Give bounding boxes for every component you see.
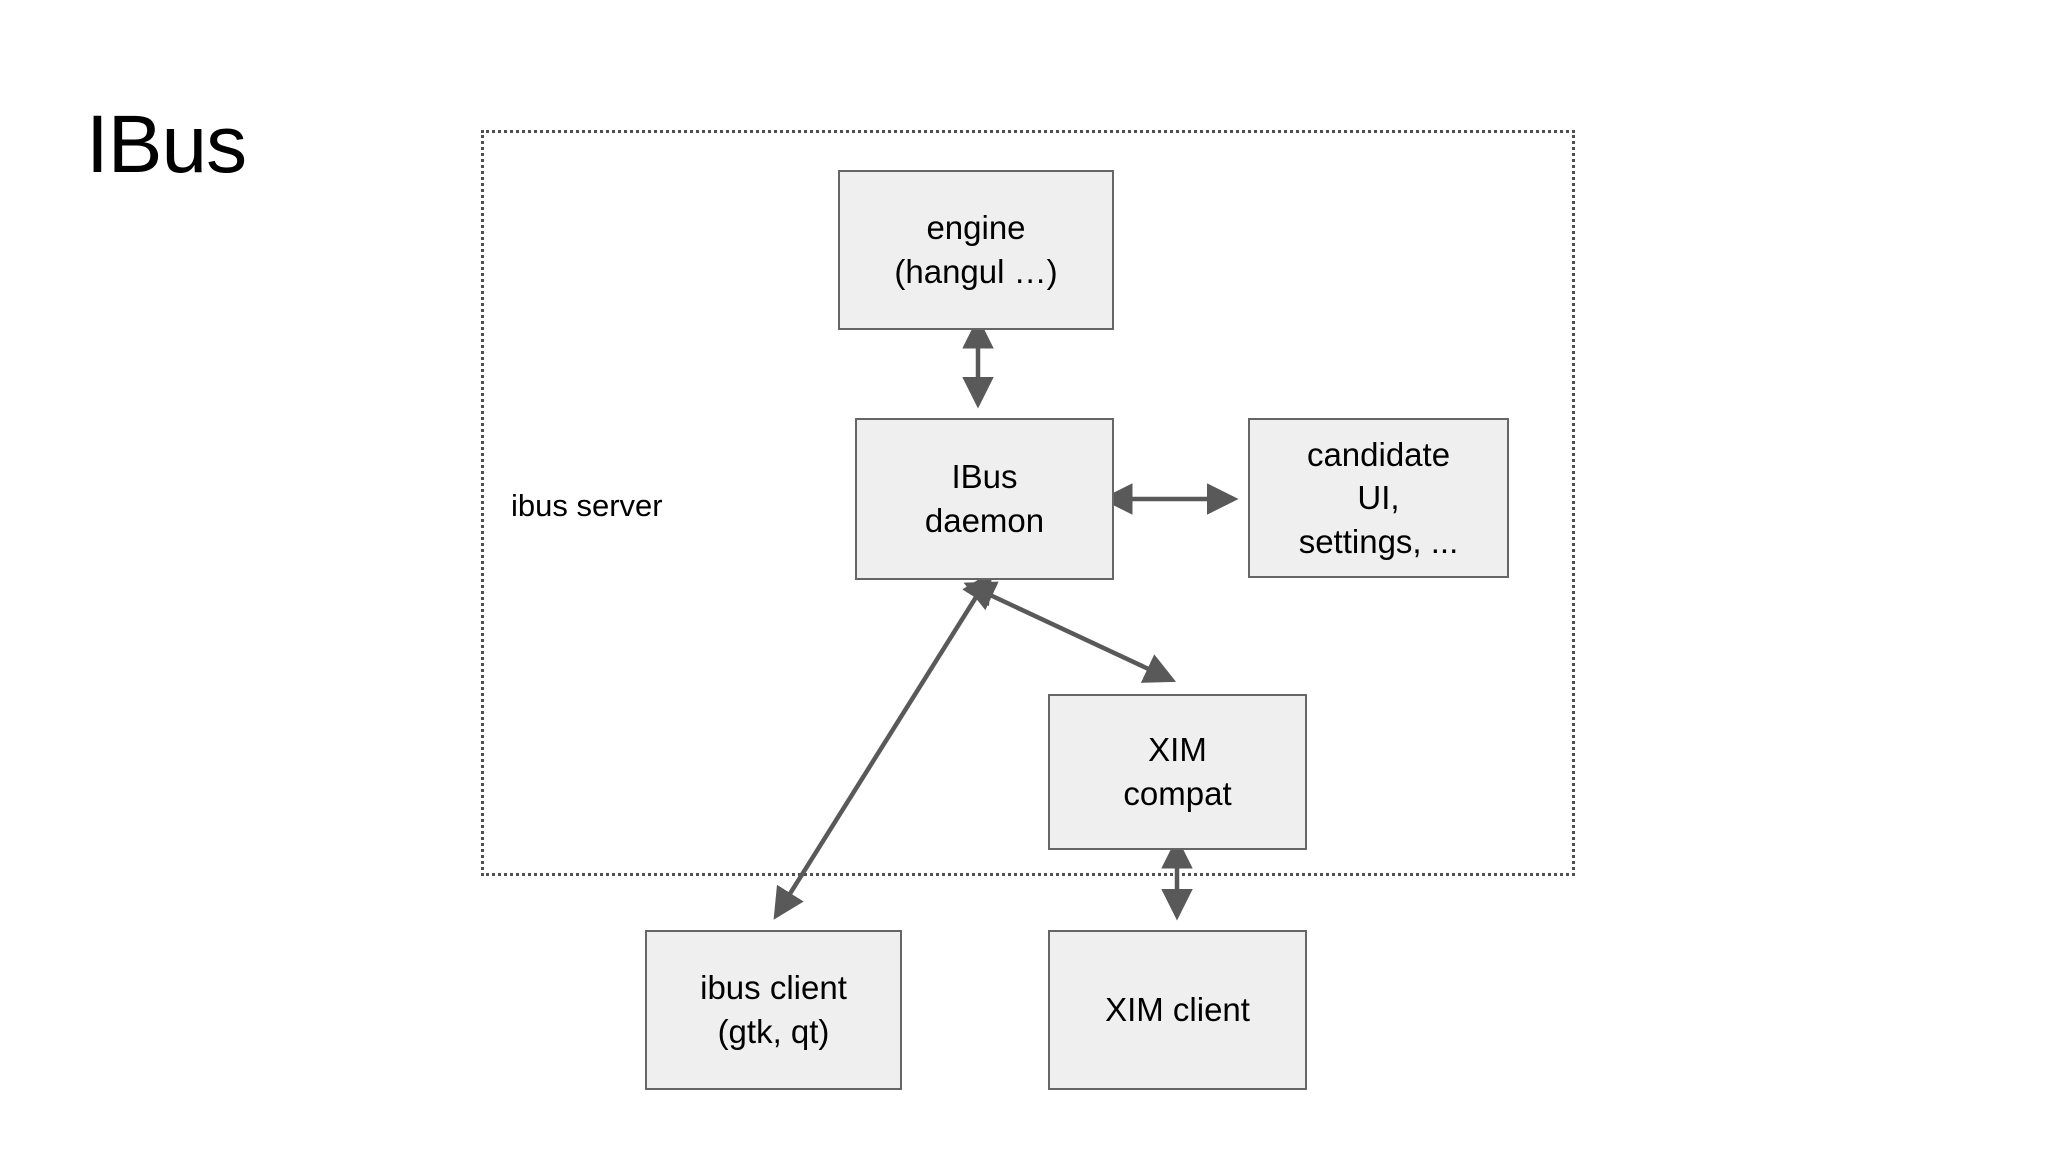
node-candidate-ui-line-1: candidate (1306, 435, 1451, 473)
page-title: IBus (86, 99, 247, 190)
node-ibus-daemon-line-1: IBus (951, 458, 1018, 496)
node-ibus-daemon[interactable]: IBus daemon (855, 418, 1114, 580)
node-ibus-daemon-line-2: daemon (924, 502, 1045, 539)
node-xim-client-line-1: XIM client (1105, 991, 1250, 1029)
node-ibus-client[interactable]: ibus client (gtk, qt) (645, 930, 902, 1090)
node-engine-line-1: engine (926, 209, 1026, 247)
node-engine[interactable]: engine (hangul …) (838, 170, 1114, 330)
node-xim-compat-line-2: compat (1123, 775, 1232, 812)
node-engine-line-2: (hangul …) (894, 253, 1058, 290)
node-xim-compat[interactable]: XIM compat (1048, 694, 1307, 850)
node-xim-compat-line-1: XIM (1148, 731, 1207, 769)
node-xim-client[interactable]: XIM client (1048, 930, 1307, 1090)
ibus-server-boundary (481, 130, 1575, 876)
node-candidate-ui[interactable]: candidate UI, settings, ... (1248, 418, 1509, 578)
node-ibus-client-line-1: ibus client (700, 969, 847, 1007)
ibus-server-label: ibus server (511, 488, 663, 523)
node-candidate-ui-line-2: UI, (1357, 479, 1400, 517)
node-ibus-client-line-2: (gtk, qt) (717, 1013, 830, 1050)
node-candidate-ui-line-3: settings, ... (1298, 522, 1459, 560)
